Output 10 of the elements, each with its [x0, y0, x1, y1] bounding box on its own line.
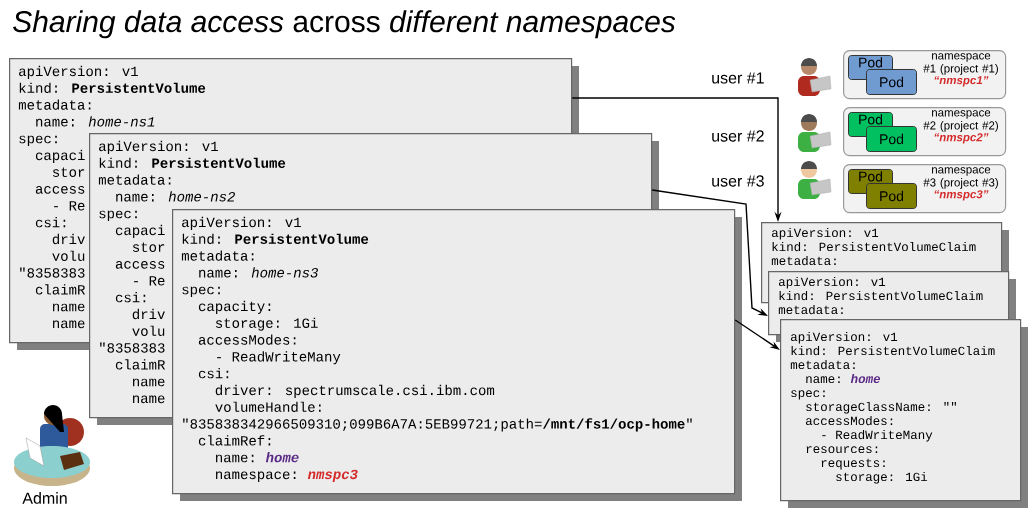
pod-box: Pod [866, 183, 917, 209]
code-card: apiVersion: v1 kind: PersistentVolume metadata: name: home-ns3 spec: capacity: storage: 1Gi accessModes: - ReadWriteMany csi: driver: spectrumscale.csi.ibm.com volumeHandle: "835838342966509310;099B6A7A:5EB99721;path=/mnt/fs1/ocp-home" claimRef: name: home namespace: nmspc3 [172, 209, 742, 501]
code-card: apiVersion: v1 kind: PersistentVolumeClaim metadata: name: home spec: storageClassName: "" accessModes: - ReadWriteMany resources: requests: storage: 1Gi [780, 319, 1028, 508]
user-label: user #3 [712, 175, 764, 187]
title: Sharing data access across different namespaces [13, 10, 676, 39]
pod-box: Pod [866, 126, 917, 152]
admin-label: Admin [22, 492, 67, 504]
pod-box: Pod [866, 69, 917, 95]
user-label: user #2 [712, 130, 764, 142]
user-label: user #1 [712, 72, 764, 84]
